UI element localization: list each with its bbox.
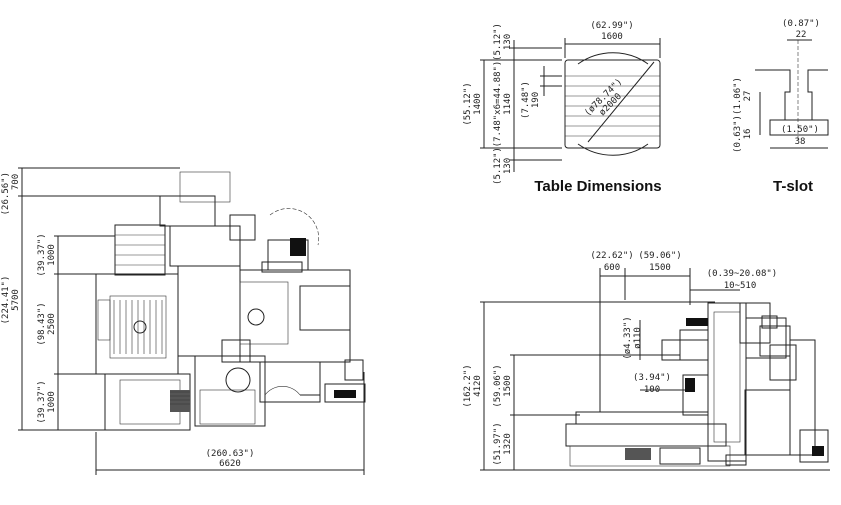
t-slot-neck-dim: (1.06") 27 (733, 77, 753, 115)
table-height-in: (55.12") (463, 82, 473, 125)
plan-upper-dim: (39.37") 1000 (37, 233, 57, 276)
side-base-mm: 1320 (503, 433, 513, 455)
side-range-mm: 10~510 (724, 281, 757, 291)
table-width-in: (62.99") (590, 21, 633, 31)
t-slot-base-height-dim: (0.63") 16 (733, 115, 753, 153)
side-base-dim: (51.97") 1320 (493, 422, 513, 465)
side-total-height-in: (162.2") (463, 364, 473, 407)
side-spindle-in: (ø4.33") (623, 316, 633, 359)
t-slot-caption: T-slot (773, 178, 813, 195)
table-drawing (480, 38, 661, 172)
plan-lower-dim: (39.37") 1000 (37, 380, 57, 423)
table-height-mm: 1400 (473, 93, 483, 115)
plan-upper-in: (39.37") (37, 233, 47, 276)
plan-total-height-mm: 5700 (11, 289, 21, 311)
t-slot-base-width-in: (1.50") (781, 125, 819, 135)
side-travel-in: (59.06") (638, 251, 681, 261)
side-column-in: (59.06") (493, 364, 503, 407)
plan-lower-mm: 1000 (47, 391, 57, 413)
table-slot-dim: (7.48") 190 (521, 81, 541, 119)
plan-total-dim: (224.41") 5700 (1, 276, 21, 325)
table-top-in: (5.12") (493, 23, 503, 61)
plan-top-dim: (26.56") 700 (1, 172, 21, 215)
t-slot-base-height-in: (0.63") (733, 115, 743, 153)
t-slot-base-width-mm: 38 (795, 137, 806, 147)
table-height-dim: (55.12") 1400 (463, 82, 483, 125)
t-slot-drawing (755, 39, 829, 149)
table-dimensions-caption: Table Dimensions (534, 178, 661, 195)
table-slot-mm: 190 (531, 92, 541, 108)
table-pitch-mm: 1140 (503, 93, 513, 115)
plan-middle-in: (98.43") (37, 302, 47, 345)
side-travel-mm: 1500 (649, 263, 671, 273)
side-nose-mm: 100 (644, 385, 660, 395)
t-slot-neck-in: (1.06") (733, 77, 743, 115)
table-width-mm: 1600 (601, 32, 623, 42)
side-offset-mm: 600 (604, 263, 620, 273)
table-pitch-in: (7.48"x6=44.88") (493, 61, 503, 148)
plan-lower-in: (39.37") (37, 380, 47, 423)
side-nose-in: (3.94") (633, 373, 671, 383)
plan-view (18, 167, 366, 475)
side-view (480, 268, 830, 471)
side-base-in: (51.97") (493, 422, 503, 465)
table-pitch-dim: (7.48"x6=44.88") 1140 (493, 61, 513, 148)
plan-width-in: (260.63") (206, 449, 255, 459)
side-offset-in: (22.62") (590, 251, 633, 261)
table-top-mm: 130 (503, 34, 513, 50)
side-total-height-mm: 4120 (473, 375, 483, 397)
side-column-mm: 1500 (503, 375, 513, 397)
plan-top-height-in: (26.56") (1, 172, 11, 215)
plan-total-height-in: (224.41") (1, 276, 11, 325)
t-slot-top-mm: 22 (796, 30, 807, 40)
t-slot-base-height-mm: 16 (743, 129, 753, 140)
table-top-dim: (5.12") 130 (493, 23, 513, 61)
side-column-dim: (59.06") 1500 (493, 364, 513, 407)
table-bottom-dim: (5.12") 130 (493, 147, 513, 185)
t-slot-neck-mm: 27 (743, 91, 753, 102)
table-slot-in: (7.48") (521, 81, 531, 119)
plan-width-mm: 6620 (219, 459, 241, 469)
side-spindle-dim: (ø4.33") ø110 (623, 316, 643, 359)
t-slot-top-in: (0.87") (782, 19, 820, 29)
plan-middle-dim: (98.43") 2500 (37, 302, 57, 345)
table-bottom-in: (5.12") (493, 147, 503, 185)
table-bottom-mm: 130 (503, 158, 513, 174)
side-total-height-dim: (162.2") 4120 (463, 364, 483, 407)
plan-top-height-mm: 700 (11, 174, 21, 190)
side-spindle-mm: ø110 (633, 327, 643, 349)
plan-middle-mm: 2500 (47, 313, 57, 335)
plan-upper-mm: 1000 (47, 244, 57, 266)
side-range-in: (0.39~20.08") (707, 269, 777, 279)
